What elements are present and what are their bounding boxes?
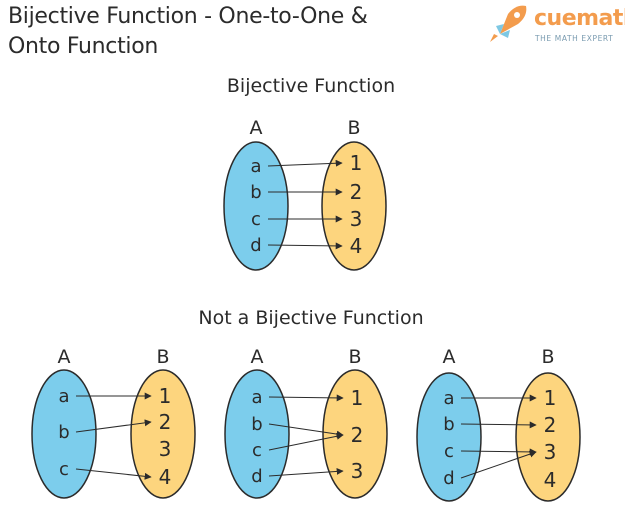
mapping-arrow-b-2 [75,419,152,433]
cuemath-logo: cuemath THE MATH EXPERT [486,4,625,44]
codomain-element-3: 3 [544,440,557,464]
mapping-arrow-d-3 [268,467,344,477]
mapping-arrow-b-2 [268,423,344,438]
set-b-ellipse [322,369,388,499]
domain-element-a: a [58,386,69,407]
codomain-element-4: 4 [544,468,557,492]
mapping-arrow-b-2 [460,421,537,429]
bijective-heading: Bijective Function [227,75,395,97]
set-b-label: B [347,117,360,139]
codomain-element-3: 3 [159,437,172,461]
brand-name: cuemath [534,6,625,31]
rocket-icon [490,5,527,42]
codomain-element-2: 2 [350,180,363,204]
domain-element-b: b [443,414,454,435]
codomain-element-1: 1 [351,386,364,410]
domain-element-c: c [252,440,262,461]
set-a-label: A [251,346,264,368]
codomain-element-3: 3 [351,459,364,483]
domain-element-a: a [251,387,262,408]
set-b-label: B [348,346,361,368]
mapping-arrow-c-4 [75,468,152,480]
page-title: Bijective Function - One-to-One & Onto F… [8,2,448,62]
codomain-element-2: 2 [351,423,364,447]
codomain-element-1: 1 [544,386,557,410]
set-a-label: A [250,117,263,139]
domain-element-b: b [251,414,262,435]
set-b-label: B [541,346,554,368]
mapping-arrow-a-1 [267,159,343,167]
not-bijective-heading: Not a Bijective Function [198,307,423,329]
domain-element-c: c [444,441,454,462]
codomain-element-4: 4 [159,465,172,489]
set-b-label: B [156,346,169,368]
mapping-arrow-a-1 [268,394,344,402]
domain-element-c: c [251,209,261,230]
codomain-element-1: 1 [350,151,363,175]
domain-element-d: d [250,235,261,256]
domain-element-b: b [58,422,69,443]
set-b-ellipse [515,372,581,502]
domain-element-d: d [251,466,262,487]
domain-element-b: b [250,182,261,203]
codomain-element-1: 1 [159,384,172,408]
domain-element-a: a [250,156,261,177]
domain-element-d: d [443,468,454,489]
set-a-ellipse [223,141,289,271]
set-a-label: A [58,346,71,368]
domain-element-a: a [443,388,454,409]
page-title-line-1: Bijective Function - One-to-One & [8,4,368,29]
mapping-arrow-c-3 [460,448,537,456]
set-a-ellipse [416,372,482,502]
codomain-element-3: 3 [350,207,363,231]
set-b-ellipse [130,369,196,499]
set-a-ellipse [224,369,290,499]
codomain-element-2: 2 [159,410,172,434]
domain-element-c: c [59,459,69,480]
set-b-ellipse [321,141,387,271]
set-a-ellipse [31,369,97,499]
codomain-element-2: 2 [544,413,557,437]
codomain-element-4: 4 [350,234,363,258]
set-a-label: A [443,346,456,368]
page-title-line-2: Onto Function [8,34,159,59]
mapping-arrow-d-4 [267,242,343,250]
mapping-arrow-c-2 [268,432,344,451]
brand-tagline: THE MATH EXPERT [535,34,614,43]
mapping-arrow-d-3 [460,450,537,479]
